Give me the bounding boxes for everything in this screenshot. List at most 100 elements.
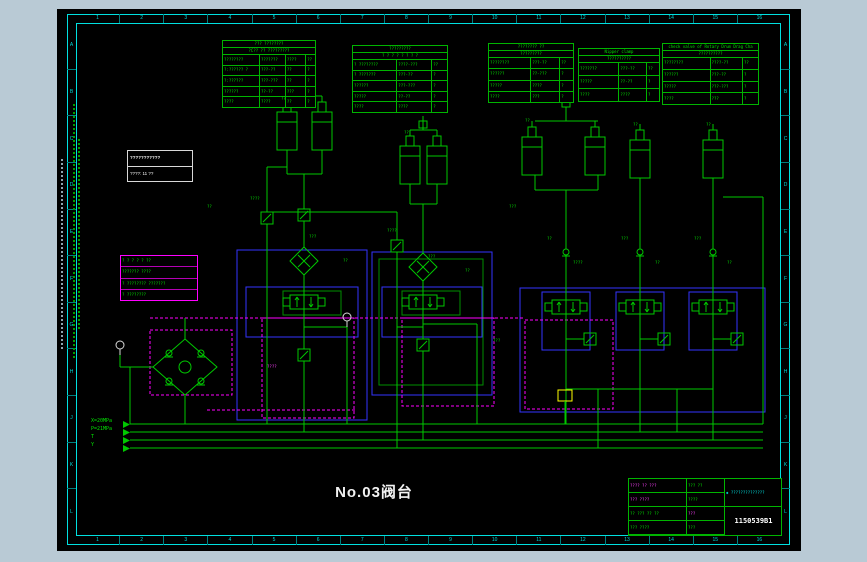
margin-note-chinese-2 xyxy=(78,139,80,329)
table-cell: ? xyxy=(307,67,310,73)
table-cell: ??? xyxy=(531,91,561,102)
company-logo-icon: ◆ xyxy=(726,489,729,495)
zone-label: F xyxy=(781,256,790,303)
component-label: ???? xyxy=(250,196,260,201)
component-label: ?? xyxy=(633,122,638,127)
table-cell: ? xyxy=(743,72,747,78)
zone-label: 10 xyxy=(473,14,518,23)
table-cell: ??-?? xyxy=(260,86,286,97)
component-label: ??? xyxy=(621,236,629,241)
zone-label: 15 xyxy=(694,14,738,23)
zone-label: E xyxy=(781,210,790,257)
bus-label-y: Y xyxy=(91,442,95,448)
bus-label-t: T xyxy=(91,434,95,440)
table-row: ????????-???? xyxy=(489,69,573,81)
zone-label: 3 xyxy=(164,536,209,545)
param-row: ? ???????? ??????? xyxy=(121,279,197,290)
zone-label: 6 xyxy=(297,536,341,545)
table-cell: ?????? xyxy=(223,86,260,97)
hydraulic-schematic xyxy=(115,81,766,452)
table-row: ????????????-???? xyxy=(663,58,758,70)
table-cell: ?? xyxy=(286,97,307,107)
zone-label: J xyxy=(781,396,790,443)
table-cell: ???? xyxy=(286,55,307,65)
table-cell: ???? xyxy=(223,97,260,107)
table-cell: ? xyxy=(433,104,436,110)
table-row: ?:?????? ????-????? xyxy=(223,65,315,77)
table-cell: ? xyxy=(743,95,747,101)
parts-table-4: Nipper clamp????????????????????-???????… xyxy=(578,48,660,102)
table-cell: ???-??? xyxy=(397,81,433,91)
table-row: ????????? xyxy=(579,89,659,101)
title-block-field: ??? xyxy=(687,521,725,535)
table-cell: ????? xyxy=(579,76,620,88)
component-label: ?? xyxy=(525,118,530,123)
margin-note-chinese-1 xyxy=(73,104,75,359)
table-cell: ???????? xyxy=(223,55,260,65)
table-cell: ??????? xyxy=(579,63,620,75)
zone-label: 4 xyxy=(208,536,253,545)
title-block-field: ??? ???? xyxy=(629,493,687,507)
table-cell: ??? xyxy=(711,93,743,104)
zone-label: 9 xyxy=(429,14,474,23)
table-cell: ? xyxy=(743,83,747,89)
drawing-frame-inner xyxy=(76,23,781,536)
zone-label: 7 xyxy=(341,536,385,545)
table-subtitle: ????????? xyxy=(489,51,573,58)
component-label: ???? xyxy=(267,364,277,369)
table-cell: ???-??? xyxy=(260,76,286,86)
table-cell: ???? xyxy=(260,97,286,107)
margin-note-english xyxy=(61,159,63,349)
oil-cleanliness-label: ??????????? ????: 11 ?? xyxy=(127,150,193,182)
table-cell: ???? xyxy=(619,89,647,101)
table-row: ???????????-???? xyxy=(489,58,573,70)
table-cell: ?? xyxy=(743,60,749,66)
parts-table-1: ??? ?????????C?? ?? ????????????????????… xyxy=(222,40,316,108)
zone-label: C xyxy=(67,116,76,163)
table-row: ????????-???? xyxy=(663,81,758,94)
table-row: ???????? xyxy=(663,93,758,104)
title-block: ???? ?? ??? ??? ?? ◆ ?????????????? ??? … xyxy=(628,478,782,536)
table-cell: ? xyxy=(433,82,436,88)
table-cell: ?????? xyxy=(663,69,711,81)
table-row: ??????????? xyxy=(223,97,315,107)
table-cell: ???? xyxy=(353,102,398,112)
zone-label: A xyxy=(781,23,790,70)
component-label: ??? xyxy=(694,236,702,241)
zone-label: 2 xyxy=(120,536,165,545)
component-label: ???? xyxy=(387,228,397,233)
company-name-cell: ◆ ?????????????? xyxy=(725,479,781,507)
table-cell: ???? xyxy=(531,80,561,91)
table-cell: ??? xyxy=(286,86,307,97)
table-cell: ?? xyxy=(561,60,567,66)
piping-lines xyxy=(119,81,764,449)
table-title: ????????? xyxy=(353,46,447,53)
zone-label: F xyxy=(67,256,76,303)
zone-label: E xyxy=(67,210,76,257)
parameter-legend-table: ? ? ? ? ? ????????? ????? ???????? ?????… xyxy=(120,255,198,301)
table-cell: ? xyxy=(307,88,310,94)
zone-label: 16 xyxy=(756,537,763,543)
table-title: check valve of Rotary Drum Drag Cha xyxy=(663,44,758,51)
zone-label: D xyxy=(781,163,790,210)
zone-label: 9 xyxy=(429,536,474,545)
table-cell: ? xyxy=(307,99,310,105)
component-label: ?? xyxy=(547,236,552,241)
bus-label-p: P=21MPa xyxy=(91,426,113,432)
drawing-title: No.03阀台 xyxy=(335,484,413,501)
table-cell: ???? xyxy=(579,89,620,101)
zone-label: G xyxy=(781,303,790,350)
zone-label: L xyxy=(70,508,73,515)
table-cell: ?? xyxy=(307,56,313,62)
component-label: ?? xyxy=(727,260,732,265)
component-label: ?? xyxy=(655,260,660,265)
table-cell: ?? xyxy=(647,66,653,71)
zone-label: B xyxy=(67,70,76,117)
component-label: ???? xyxy=(573,260,583,265)
table-subtitle: ?C?? ?? ????????? xyxy=(223,48,315,55)
zone-label: 12 xyxy=(561,536,606,545)
zone-label: 13 xyxy=(606,14,650,23)
